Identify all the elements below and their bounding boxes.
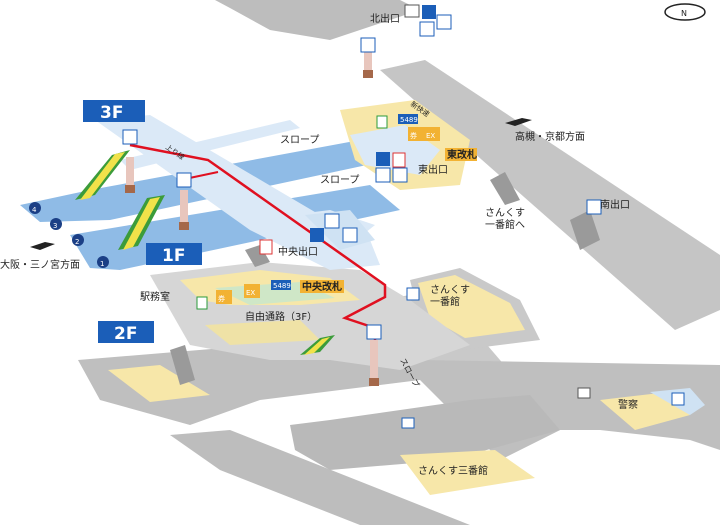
toilet-icon <box>342 227 358 243</box>
arrow-left-icon <box>30 242 55 250</box>
wheelchair-icon <box>422 5 436 19</box>
concourse-3f-strip <box>120 120 300 170</box>
toilet-icon <box>324 213 340 229</box>
conbini-icon <box>196 296 208 310</box>
escalator-icon <box>118 195 165 250</box>
platform-numbers: 1 2 3 4 <box>29 202 109 268</box>
gray-ground-main <box>78 345 720 460</box>
toilet-icon <box>392 167 408 183</box>
facility-icons <box>196 4 685 429</box>
toilet-icon <box>419 21 435 37</box>
east-gate-box <box>445 148 477 161</box>
sankusu-to-upper: さんくす <box>485 207 525 219</box>
gray-road-east <box>380 60 720 330</box>
south-exit-label: 南出口 <box>600 198 630 211</box>
police-label: 警察 <box>618 398 638 411</box>
bus-icon <box>401 417 415 429</box>
building-left-yellow <box>108 365 210 402</box>
aed-icon <box>259 239 273 255</box>
stairs-center <box>245 245 270 267</box>
central-gate-box <box>300 280 344 293</box>
taxi-icon <box>577 387 591 399</box>
stairs-east <box>490 172 520 205</box>
elevators <box>122 37 602 386</box>
building-ichiban-top <box>418 275 525 338</box>
ticket-machine-text-3f: 5489 <box>400 116 418 124</box>
elevator-icon <box>176 172 192 230</box>
taxi-icon <box>404 4 420 18</box>
ticket-badges: 券 EX 券 EX 5489 5489 <box>216 114 440 304</box>
station-office-label: 駅務室 <box>140 290 170 303</box>
central-exit-label: 中央出口 <box>278 245 318 258</box>
escalator-icon <box>300 335 335 355</box>
platform-2: 2 <box>75 238 79 246</box>
aed-icon <box>392 152 406 168</box>
ticket-machine-badge <box>398 114 418 124</box>
sankusu-ichiban-upper: さんくす <box>430 284 470 296</box>
central-gate-label: 中央改札 <box>302 280 342 293</box>
slope-label-lower: スロープ <box>320 174 359 186</box>
east-exit-label: 東出口 <box>418 163 448 176</box>
ticket-machine-badge <box>271 280 291 290</box>
platform-3: 3 <box>53 222 57 230</box>
gray-block-north <box>215 0 420 40</box>
stairs-south-exit <box>570 210 600 250</box>
elevator-icon <box>122 129 138 193</box>
osaka-sannomiya-label: 大阪・三ノ宮方面 <box>0 258 80 271</box>
slope-label-upper: スロープ <box>280 134 319 146</box>
gray-south-strip <box>170 430 470 525</box>
ex-badge-text-2f: EX <box>246 289 255 297</box>
sankusu-to-lower: 一番館へ <box>485 218 525 231</box>
floor-badge-2f: 2F <box>98 321 154 344</box>
building-police <box>600 393 690 430</box>
floor-label-3f: 3F <box>100 103 123 123</box>
ground-floor-1f <box>78 0 720 525</box>
building-sanban <box>400 450 535 495</box>
elevator-icon <box>360 37 376 78</box>
wheelchair-icon <box>310 228 324 242</box>
floor-label-2f: 2F <box>114 324 137 344</box>
sankusu-sanban-label: さんくす三番館 <box>418 464 488 477</box>
gray-southeast-pad <box>290 395 560 470</box>
platform-1: 1 <box>100 260 104 268</box>
east-gate-label: 東改札 <box>447 148 477 161</box>
ticket-badge <box>216 290 232 304</box>
elevator-icon <box>366 324 382 386</box>
floor-label-1f: 1F <box>162 246 185 266</box>
parking-icon <box>406 287 420 301</box>
conbini-icon <box>376 115 388 129</box>
north-exit-label: 北出口 <box>370 12 400 25</box>
ticket-machine-text: 5489 <box>273 282 291 290</box>
floor-badge-1f: 1F <box>146 243 202 266</box>
ticket-badge <box>408 127 424 141</box>
compass-icon: N <box>664 3 706 21</box>
ex-badge-text: EX <box>426 132 435 140</box>
ex-badge <box>244 284 260 298</box>
ex-badge <box>424 127 440 141</box>
escalator-icon <box>75 150 130 200</box>
ticket-badge-text-2f: 券 <box>218 294 225 303</box>
platform-4: 4 <box>32 206 37 214</box>
concourse-2f-south <box>205 320 320 345</box>
arrow-right-icon <box>505 118 532 126</box>
elevator-icon <box>586 199 602 215</box>
toilet-icon <box>375 167 391 183</box>
stairs-southwest <box>170 345 195 385</box>
free-passage-label: 自由通路（3F） <box>245 310 317 323</box>
ticket-badge-text: 券 <box>410 131 417 140</box>
sankusu-ichiban-lower: 一番館 <box>430 295 460 308</box>
wheelchair-icon <box>376 152 390 166</box>
escalators <box>75 150 600 385</box>
compass-label: N <box>681 9 687 18</box>
floor-badge-3f: 3F <box>83 100 145 123</box>
toilet-icon <box>436 14 452 30</box>
takatsuki-kyoto-label: 高槻・京都方面 <box>515 130 585 143</box>
toilet-icon <box>671 392 685 406</box>
